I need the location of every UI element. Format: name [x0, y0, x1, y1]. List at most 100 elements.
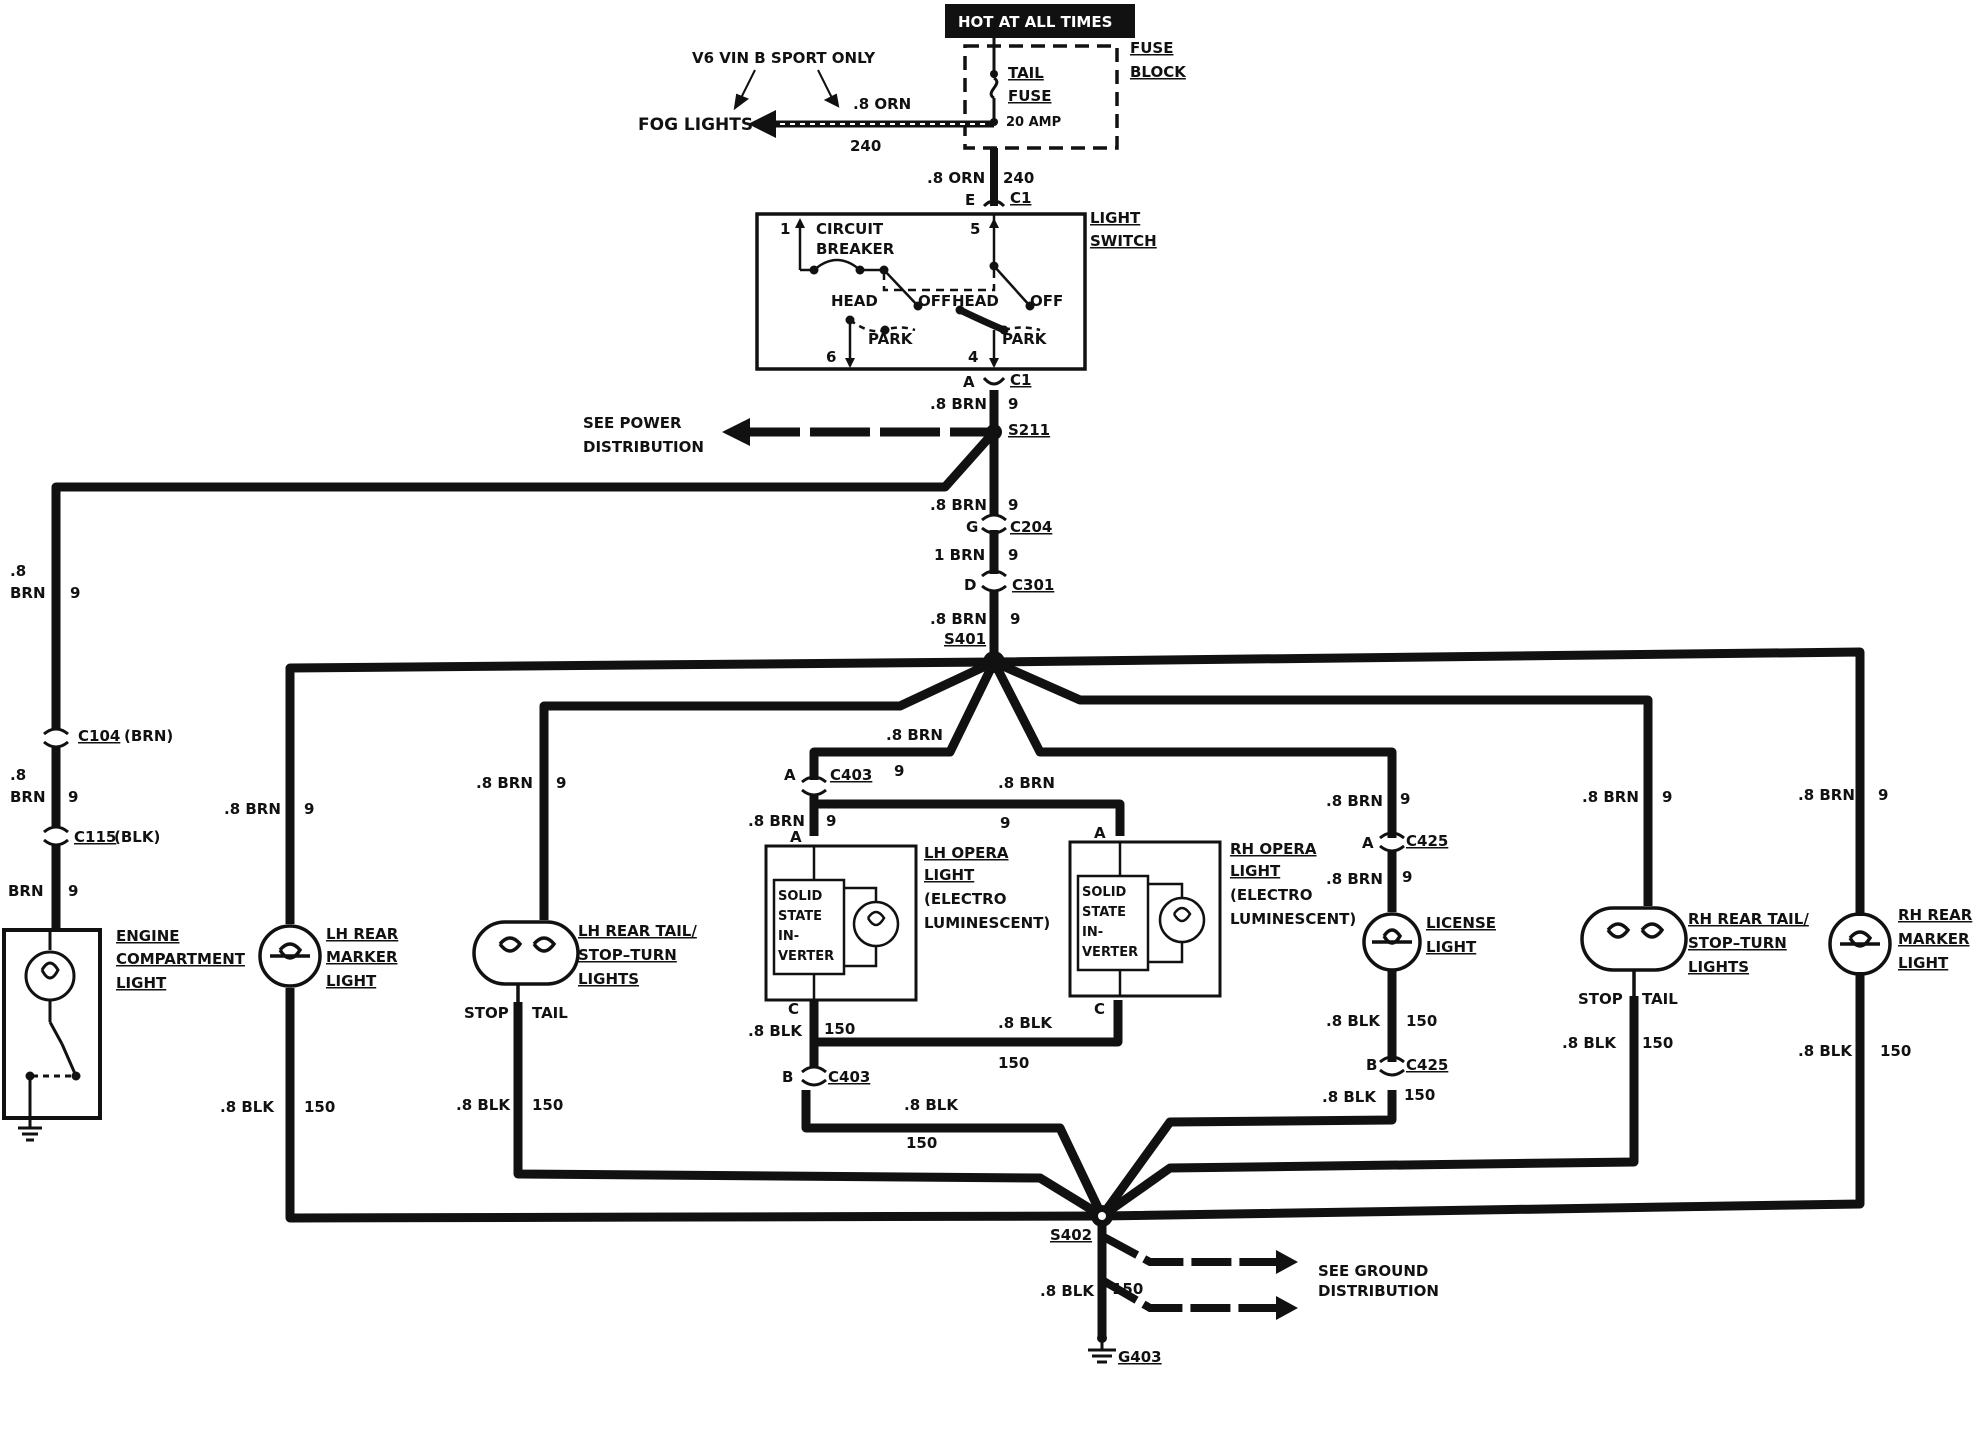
- switch-pin-6: 6: [826, 348, 836, 366]
- engine-title-2: COMPARTMENT: [116, 950, 246, 968]
- rh-marker-circuit-top: 9: [1878, 786, 1888, 804]
- engine-branch-wire: [51, 429, 998, 930]
- rh-tail-wire-bottom: .8 BLK: [1562, 1034, 1617, 1052]
- c425-top-pin: A: [1362, 834, 1374, 852]
- lh-tail-circuit-bottom: 150: [532, 1096, 563, 1114]
- lh-marker-title-2: MARKER: [326, 948, 398, 966]
- lh-inverter-1: SOLID: [778, 889, 823, 904]
- switch-out-pin: A: [963, 373, 975, 391]
- engine-light-bulb-icon: [24, 930, 78, 1118]
- lh-inverter-3: IN-: [778, 929, 799, 944]
- opera-lh-in-circuit: 9: [826, 812, 836, 830]
- switch-head-right: HEAD: [952, 292, 999, 310]
- engine-title-1: ENGINE: [116, 927, 180, 945]
- rh-marker-title-3: LIGHT: [1898, 954, 1949, 972]
- c301-pin: D: [964, 576, 976, 594]
- opera-rh-pin-c: C: [1094, 1000, 1105, 1018]
- s401-label: S401: [944, 630, 986, 648]
- c425-bottom-label: C425: [1406, 1056, 1448, 1074]
- c301-connector: [981, 569, 1007, 593]
- license-circuit-mid: 9: [1402, 868, 1412, 886]
- rh-tail-title-2: STOP–TURN: [1688, 934, 1787, 952]
- circuit-breaker-label-2: BREAKER: [816, 240, 895, 258]
- switch-park-right: PARK: [1002, 330, 1048, 348]
- fuse-rating: 20 AMP: [1006, 115, 1061, 130]
- license-title-1: LICENSE: [1426, 914, 1496, 932]
- rh-inverter-3: IN-: [1082, 925, 1103, 940]
- fuse-block-label-1: FUSE: [1130, 39, 1173, 57]
- c115-label: C115: [74, 828, 116, 846]
- c403-bottom-label: C403: [828, 1068, 870, 1086]
- opera-ret-circuit: 150: [906, 1134, 937, 1152]
- c403-top-label: C403: [830, 766, 872, 784]
- opera-lh-out-circuit: 150: [824, 1020, 855, 1038]
- switch-out-circuit: 9: [1008, 395, 1018, 413]
- opera-rh-pin-a: A: [1094, 824, 1106, 842]
- c204-pin: G: [966, 518, 978, 536]
- lh-marker-title-1: LH REAR: [326, 925, 399, 943]
- switch-off-left: OFF: [918, 292, 951, 310]
- power-dist-label-1: SEE POWER: [583, 414, 682, 432]
- lh-tail-stop-label: STOP: [464, 1004, 509, 1022]
- feed-wire-label: .8 ORN: [927, 169, 985, 187]
- rh-marker-light-icon: [1828, 912, 1892, 976]
- rh-inverter-2: STATE: [1082, 905, 1126, 920]
- c425-bottom-connector: [1379, 1055, 1405, 1077]
- c1-bottom-connector: [982, 376, 1006, 386]
- c104-connector: [43, 727, 69, 749]
- lh-inverter-4: VERTER: [778, 949, 834, 964]
- rh-opera-title-3: (ELECTRO: [1230, 886, 1312, 904]
- switch-pin-4: 4: [968, 348, 978, 366]
- tail-fuse-label-2: FUSE: [1008, 87, 1051, 105]
- fog-circuit-label: 240: [850, 137, 881, 155]
- c204-wire-above: .8 BRN: [930, 496, 987, 514]
- opera-wire-a: .8 BRN: [886, 726, 943, 744]
- rh-inverter-1: SOLID: [1082, 885, 1127, 900]
- power-distribution-arrow: [722, 418, 994, 446]
- engine-light-box: [2, 928, 102, 1120]
- opera-lh-pin-a: A: [790, 828, 802, 846]
- c204-connector: [981, 513, 1007, 535]
- engine-ground-icon: [18, 1118, 42, 1142]
- license-title-2: LIGHT: [1426, 938, 1477, 956]
- ground-circuit-label: 150: [1112, 1280, 1143, 1298]
- power-dist-label-2: DISTRIBUTION: [583, 438, 704, 456]
- lh-opera-title-2: LIGHT: [924, 866, 975, 884]
- c1-top-connector: [982, 199, 1006, 208]
- rh-tail-wire-top: .8 BRN: [1582, 788, 1639, 806]
- rh-tail-tail-label: TAIL: [1642, 990, 1678, 1008]
- c115-connector: [43, 825, 69, 847]
- s401-circuit-above: 9: [1010, 610, 1020, 628]
- lh-inverter-box: [772, 878, 846, 976]
- switch-pin-1: 1: [780, 220, 790, 238]
- c301-wire-above: 1 BRN: [934, 546, 985, 564]
- license-wire-mid: .8 BRN: [1326, 870, 1383, 888]
- license-light-icon: [1362, 912, 1422, 972]
- s401-wire-above: .8 BRN: [930, 610, 987, 628]
- lh-marker-circuit-top: 9: [304, 800, 314, 818]
- lh-tail-light-icon: [472, 920, 580, 1002]
- rh-opera-box: [1068, 840, 1222, 998]
- lh-marker-wire-bottom: .8 BLK: [220, 1098, 275, 1116]
- rh-marker-circuit-bottom: 150: [1880, 1042, 1911, 1060]
- rh-opera-title-2: LIGHT: [1230, 862, 1281, 880]
- c425-bottom-pin: B: [1366, 1056, 1377, 1074]
- switch-out-wire: .8 BRN: [930, 395, 987, 413]
- opera-rh-out-circuit: 150: [998, 1054, 1029, 1072]
- switch-off-right: OFF: [1030, 292, 1063, 310]
- rh-marker-wire-top: .8 BRN: [1798, 786, 1855, 804]
- lh-tail-title-3: LIGHTS: [578, 970, 639, 988]
- tail-fuse-label-1: TAIL: [1008, 64, 1044, 82]
- c425-top-label: C425: [1406, 832, 1448, 850]
- lh-inverter-2: STATE: [778, 909, 822, 924]
- fuse-block-label-2: BLOCK: [1130, 63, 1187, 81]
- switch-contacts: [795, 218, 1035, 368]
- lh-tail-title-1: LH REAR TAIL/: [578, 922, 697, 940]
- circuit-breaker-label-1: CIRCUIT: [816, 220, 884, 238]
- lh-marker-title-3: LIGHT: [326, 972, 377, 990]
- switch-head-left: HEAD: [831, 292, 878, 310]
- c403-bottom-pin: B: [782, 1068, 793, 1086]
- license-circuit-low: 150: [1406, 1012, 1437, 1030]
- fog-lights-label: FOG LIGHTS: [638, 115, 753, 135]
